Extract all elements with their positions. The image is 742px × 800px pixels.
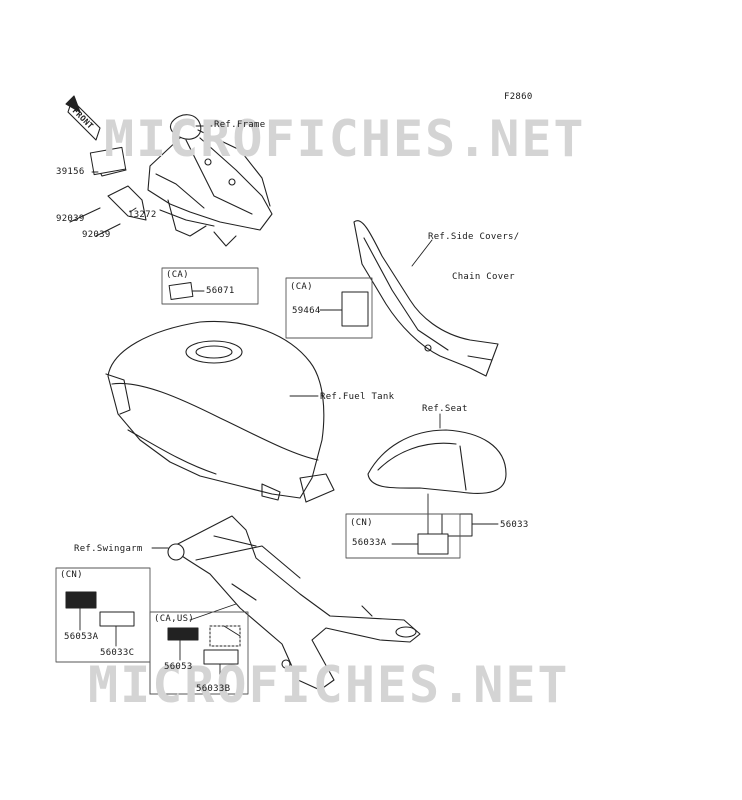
region-cn-swingarm: (CN) [60,570,83,580]
region-boxes [55,267,461,695]
region-ca-cover: (CA) [290,282,313,292]
part-59464: 59464 [292,306,321,316]
part-13272: 13272 [128,210,157,220]
ref-side-covers-label: Ref.Side Covers/ [428,232,520,242]
part-39156: 39156 [56,167,85,177]
ref-chain-cover-label: Chain Cover [452,272,515,282]
seat-drawing [367,429,507,494]
ref-frame-label: Ref.Frame [214,120,266,130]
side-cover-drawing [353,220,499,377]
watermark-top: MICROFICHES.NET [104,110,586,168]
ref-swingarm-label: Ref.Swingarm [74,544,143,554]
ref-fuel-tank-label: Ref.Fuel Tank [320,392,395,402]
part-92039-a: 92039 [56,214,85,224]
fuel-tank-drawing [105,320,335,503]
part-56033b: 56033B [196,684,231,694]
part-56053: 56053 [164,662,193,672]
watermark-bottom: MICROFICHES.NET [88,656,570,714]
ref-seat-label: Ref.Seat [422,404,468,414]
part-56053a: 56053A [64,632,99,642]
frame-drawing [147,114,273,247]
front-arrow-icon [65,95,101,141]
region-cn-seat: (CN) [350,518,373,528]
region-ca-us-swingarm: (CA,US) [154,614,195,624]
region-ca-tank: (CA) [166,270,189,280]
part-56071: 56071 [206,286,235,296]
part-56033: 56033 [500,520,529,530]
part-92039-b: 92039 [82,230,111,240]
part-56033a: 56033A [352,538,387,548]
part-56033c: 56033C [100,648,135,658]
swingarm-drawing [167,515,421,691]
figure-code: F2860 [504,92,533,102]
